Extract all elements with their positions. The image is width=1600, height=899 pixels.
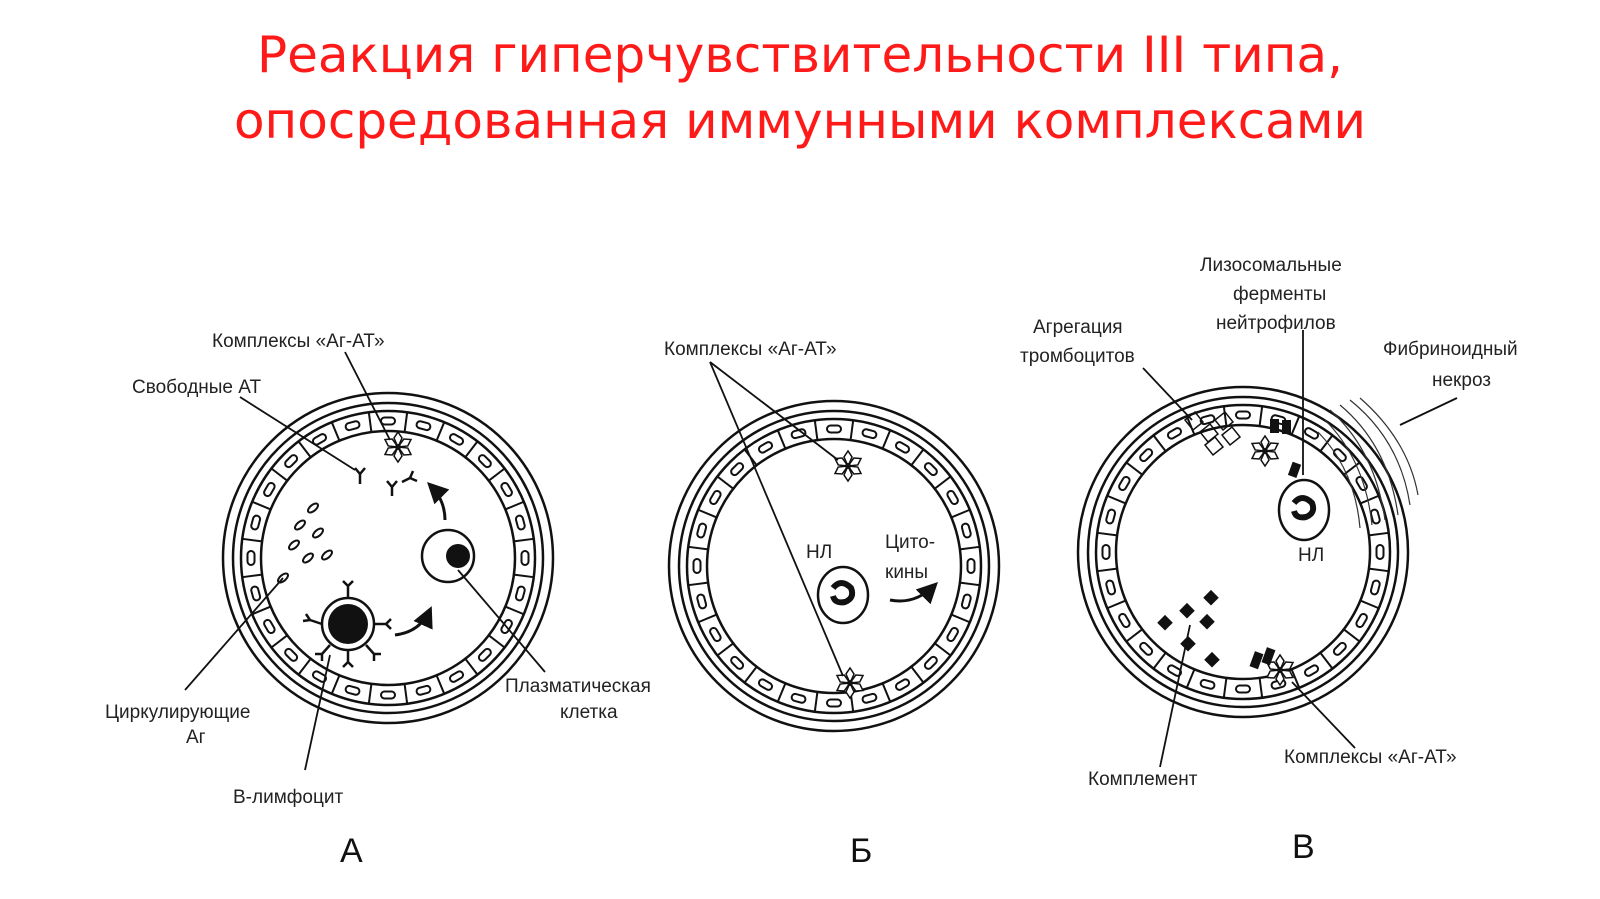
- label-aggregation-1: Агрегация: [1033, 317, 1123, 338]
- neutrophil-b: [816, 565, 870, 625]
- label-plasma-cell-2: клетка: [560, 702, 618, 723]
- label-nl-c: НЛ: [1298, 545, 1324, 566]
- circulating-antigens: [277, 502, 333, 584]
- arrow-plasma-to-complex: [427, 482, 450, 521]
- label-circulating-ag-2: Аг: [186, 727, 206, 748]
- neutrophil-c: [1277, 478, 1331, 542]
- leader-lines-c: [1142, 330, 1458, 768]
- label-free-ab: Свободные АТ: [132, 377, 261, 398]
- label-cytokines-1: Цито-: [885, 532, 935, 553]
- fibrinoid-necrosis: [1317, 397, 1419, 529]
- plasma-cell: [420, 528, 476, 584]
- label-aggregation-2: тромбоцитов: [1020, 346, 1135, 367]
- label-cytokines-2: кины: [885, 562, 928, 583]
- label-complement: Комплемент: [1088, 769, 1198, 790]
- panel-c: Лизосомальные ферменты нейтрофилов Агрег…: [1020, 255, 1518, 866]
- immune-complex-b-top: [833, 449, 863, 483]
- title-line-1: Реакция гиперчувствительности III типа,: [257, 26, 1343, 84]
- arrow-b-to-plasma: [394, 606, 433, 637]
- vessel-wall-c: [1076, 385, 1410, 719]
- slide-title: Реакция гиперчувствительности III типа, …: [0, 22, 1600, 154]
- panel-letter-c: В: [1292, 828, 1315, 866]
- b-lymphocyte: [302, 580, 392, 668]
- complement-particles: [1157, 589, 1220, 668]
- panel-letter-b: Б: [850, 832, 872, 870]
- immune-complex-c-top: [1250, 434, 1280, 468]
- title-line-2: опосредованная иммунными комплексами: [233, 92, 1367, 150]
- panel-a: Комплексы «Аг-АТ» Свободные АТ Циркулиру…: [105, 331, 651, 870]
- immune-complex-a: [383, 430, 413, 464]
- vessel-wall-a: [221, 391, 555, 725]
- label-fibrinoid-1: Фибриноидный: [1383, 339, 1518, 360]
- vessel-wall-b: [667, 399, 1001, 733]
- label-complexes-a: Комплексы «Аг-АТ»: [212, 331, 385, 352]
- leader-lines-a: [184, 351, 546, 771]
- label-complexes-b: Комплексы «Аг-АТ»: [664, 339, 837, 360]
- complement-bars: [1249, 419, 1302, 670]
- leader-lines-b: [709, 361, 844, 677]
- immune-complex-c-bottom: [1265, 653, 1295, 687]
- label-complexes-c: Комплексы «Аг-АТ»: [1284, 747, 1457, 768]
- label-fibrinoid-2: некроз: [1432, 370, 1491, 391]
- label-plasma-cell-1: Плазматическая: [505, 676, 651, 697]
- platelet-aggregation: [1183, 410, 1242, 457]
- label-b-lymphocyte: В-лимфоцит: [233, 787, 343, 808]
- label-circulating-ag-1: Циркулирующие: [105, 702, 250, 723]
- label-lysosomal-3: нейтрофилов: [1216, 313, 1336, 334]
- immune-complex-b-bottom: [835, 666, 865, 700]
- label-lysosomal-1: Лизосомальные: [1200, 255, 1342, 276]
- free-antibodies: [354, 467, 418, 496]
- panel-b: Комплексы «Аг-АТ» НЛ Цито- кины Б: [664, 339, 1001, 870]
- label-nl-b: НЛ: [806, 542, 832, 563]
- label-lysosomal-2: ферменты: [1233, 284, 1326, 305]
- panel-letter-a: А: [340, 832, 363, 870]
- arrow-cytokines: [889, 582, 938, 605]
